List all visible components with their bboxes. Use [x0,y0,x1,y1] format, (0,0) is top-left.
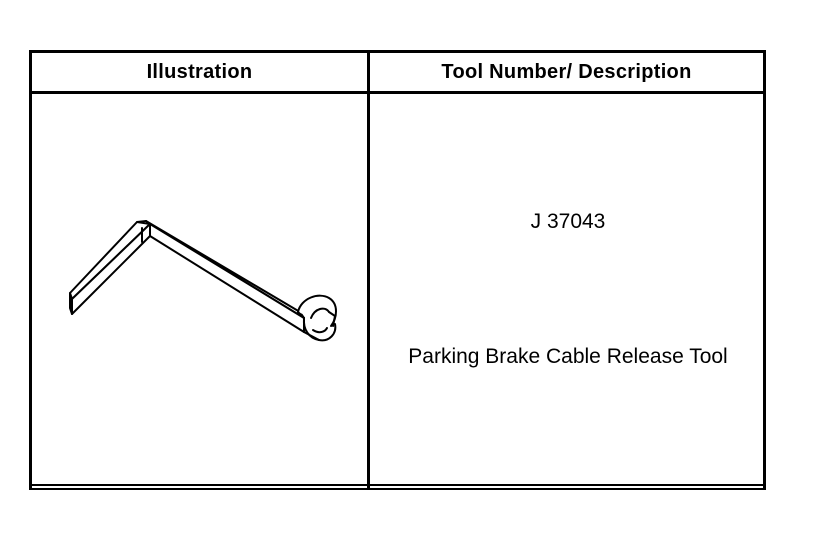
header-divider [29,91,766,94]
header-tool-number-description: Tool Number/ Description [441,60,692,83]
table-top-border [29,50,766,53]
tool-table: Illustration Tool Number/ Description [29,50,766,490]
column-divider [367,50,370,490]
table-bottom-border-double [29,488,766,490]
table-left-border [29,50,32,490]
table-right-border [763,50,766,490]
tool-number: J 37043 [530,210,606,233]
parking-brake-cable-release-tool-icon [69,220,337,342]
tool-description: Parking Brake Cable Release Tool [408,345,728,368]
table-bottom-border [29,484,766,486]
header-illustration: Illustration [146,60,253,83]
